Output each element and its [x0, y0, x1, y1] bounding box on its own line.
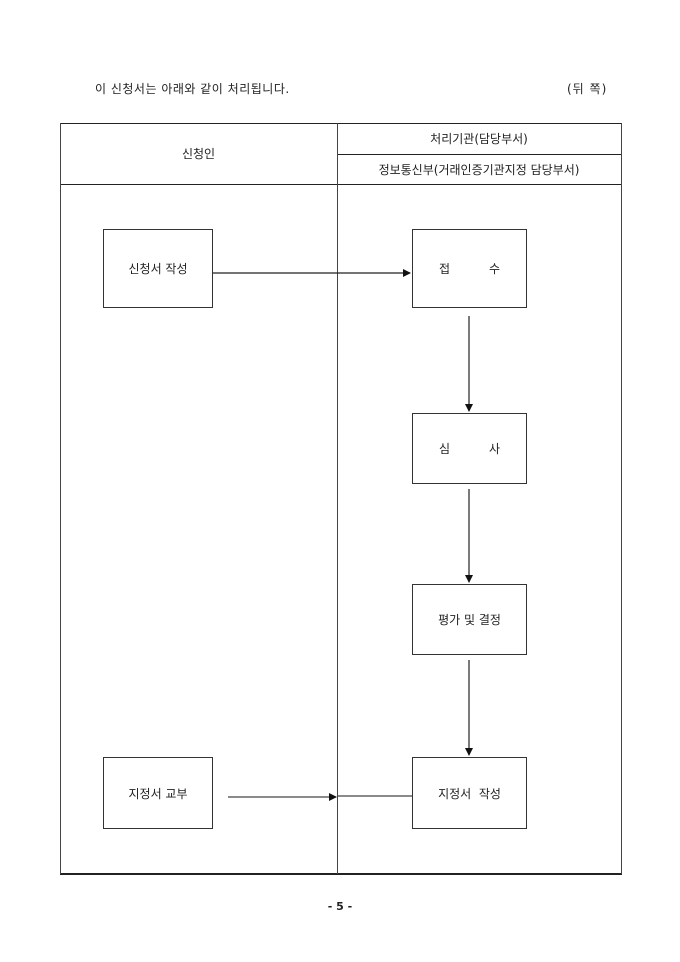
step-label-left: 접 [439, 262, 451, 276]
step-label: 지정서 작성 [438, 786, 501, 801]
step-label-right: 사 [488, 442, 500, 456]
step-review: 심 사 [412, 413, 527, 484]
step-label-left: 심 [439, 442, 451, 456]
table-top-border [60, 123, 622, 124]
column-divider [337, 123, 338, 874]
step-label: 지정서 교부 [128, 786, 188, 801]
header-split-line [337, 154, 622, 155]
applicant-header: 신청인 [181, 147, 216, 161]
step-label-right: 수 [488, 262, 500, 276]
step-write-application: 신청서 작성 [103, 229, 213, 308]
agency-header: 처리기관(담당부서) [430, 132, 528, 146]
step-evaluate-decide: 평가 및 결정 [412, 584, 527, 655]
step-receive: 접 수 [412, 229, 527, 308]
table-right-border [621, 123, 622, 874]
page-side-label: (뒤 쪽) [567, 82, 608, 96]
intro-text: 이 신청서는 아래와 같이 처리됩니다. [95, 82, 290, 96]
page-number: - 5 - [327, 900, 353, 913]
step-issue-certificate: 지정서 작성 [412, 757, 527, 829]
header-bottom-border [60, 184, 622, 185]
table-bottom-border [60, 873, 622, 875]
step-label: 신청서 작성 [128, 262, 188, 276]
step-deliver-certificate: 지정서 교부 [103, 757, 213, 829]
step-label: 평가 및 결정 [438, 613, 501, 627]
table-left-border [60, 123, 61, 874]
agency-dept-header: 정보통신부(거래인증기관지정 담당부서) [378, 163, 580, 177]
